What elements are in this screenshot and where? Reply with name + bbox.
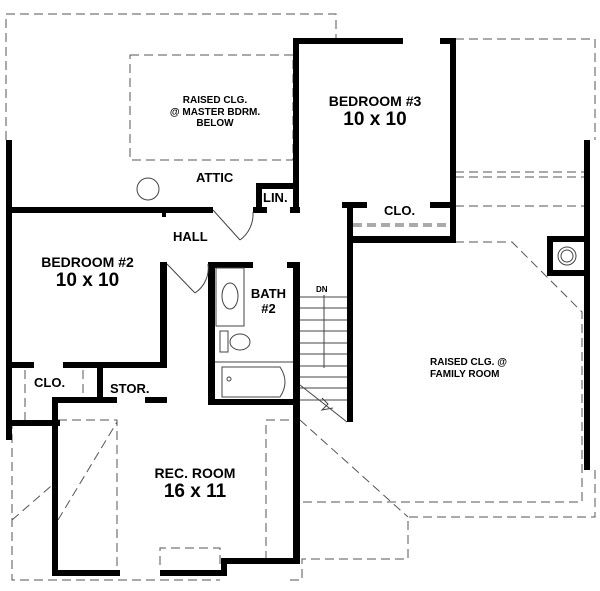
raised-ceiling-family-line2: FAMILY ROOM	[430, 368, 500, 380]
bedroom3-name: BEDROOM #3	[328, 93, 422, 109]
bathtub-icon	[221, 366, 286, 398]
raised-ceiling-master-line2: @ MASTER BDRM.	[169, 106, 261, 118]
room-bedroom3: BEDROOM #3 10 x 10	[300, 93, 450, 131]
flue-icon	[557, 246, 577, 266]
stairs	[299, 295, 348, 423]
bath2-line2: #2	[261, 300, 276, 316]
raised-ceiling-master-label: RAISED CLG. @ MASTER BDRM. BELOW	[150, 95, 280, 130]
bedroom2-door-swing-icon	[166, 263, 209, 294]
raised-ceiling-family-line1: RAISED CLG. @	[430, 357, 507, 368]
attic-access-icon	[136, 177, 160, 201]
raised-ceiling-master-line3: BELOW	[196, 118, 234, 129]
bedroom2-name: BEDROOM #2	[41, 254, 134, 270]
raised-ceiling-master-line1: RAISED CLG.	[182, 95, 248, 106]
sink-icon	[221, 282, 239, 310]
stair-down-label: DN	[316, 285, 328, 294]
rec-room-name: REC. ROOM	[154, 465, 236, 481]
bedroom2-dims: 10 x 10	[55, 270, 120, 292]
bedroom3-dims: 10 x 10	[343, 109, 407, 131]
rec-room-dims: 16 x 11	[163, 481, 227, 503]
bedroom3-closet-label: CLO.	[384, 203, 416, 218]
hall-label: HALL	[173, 229, 208, 244]
walls	[6, 38, 590, 576]
fixtures	[136, 177, 577, 423]
room-bedroom2: BEDROOM #2 10 x 10	[20, 254, 155, 292]
raised-ceiling-family-label: RAISED CLG. @ FAMILY ROOM	[430, 357, 507, 380]
room-rec-room: REC. ROOM 16 x 11	[140, 465, 250, 503]
bath2-line1: BATH	[250, 286, 287, 301]
toilet-icon	[229, 333, 251, 351]
hall-door-swing-icon	[212, 209, 254, 241]
storage-label: STOR.	[110, 381, 150, 396]
bedroom2-closet-label: CLO.	[34, 375, 66, 390]
linen-closet-label: LIN.	[263, 190, 288, 205]
bath2-label: BATH #2	[246, 286, 291, 317]
attic-label: ATTIC	[196, 170, 234, 185]
